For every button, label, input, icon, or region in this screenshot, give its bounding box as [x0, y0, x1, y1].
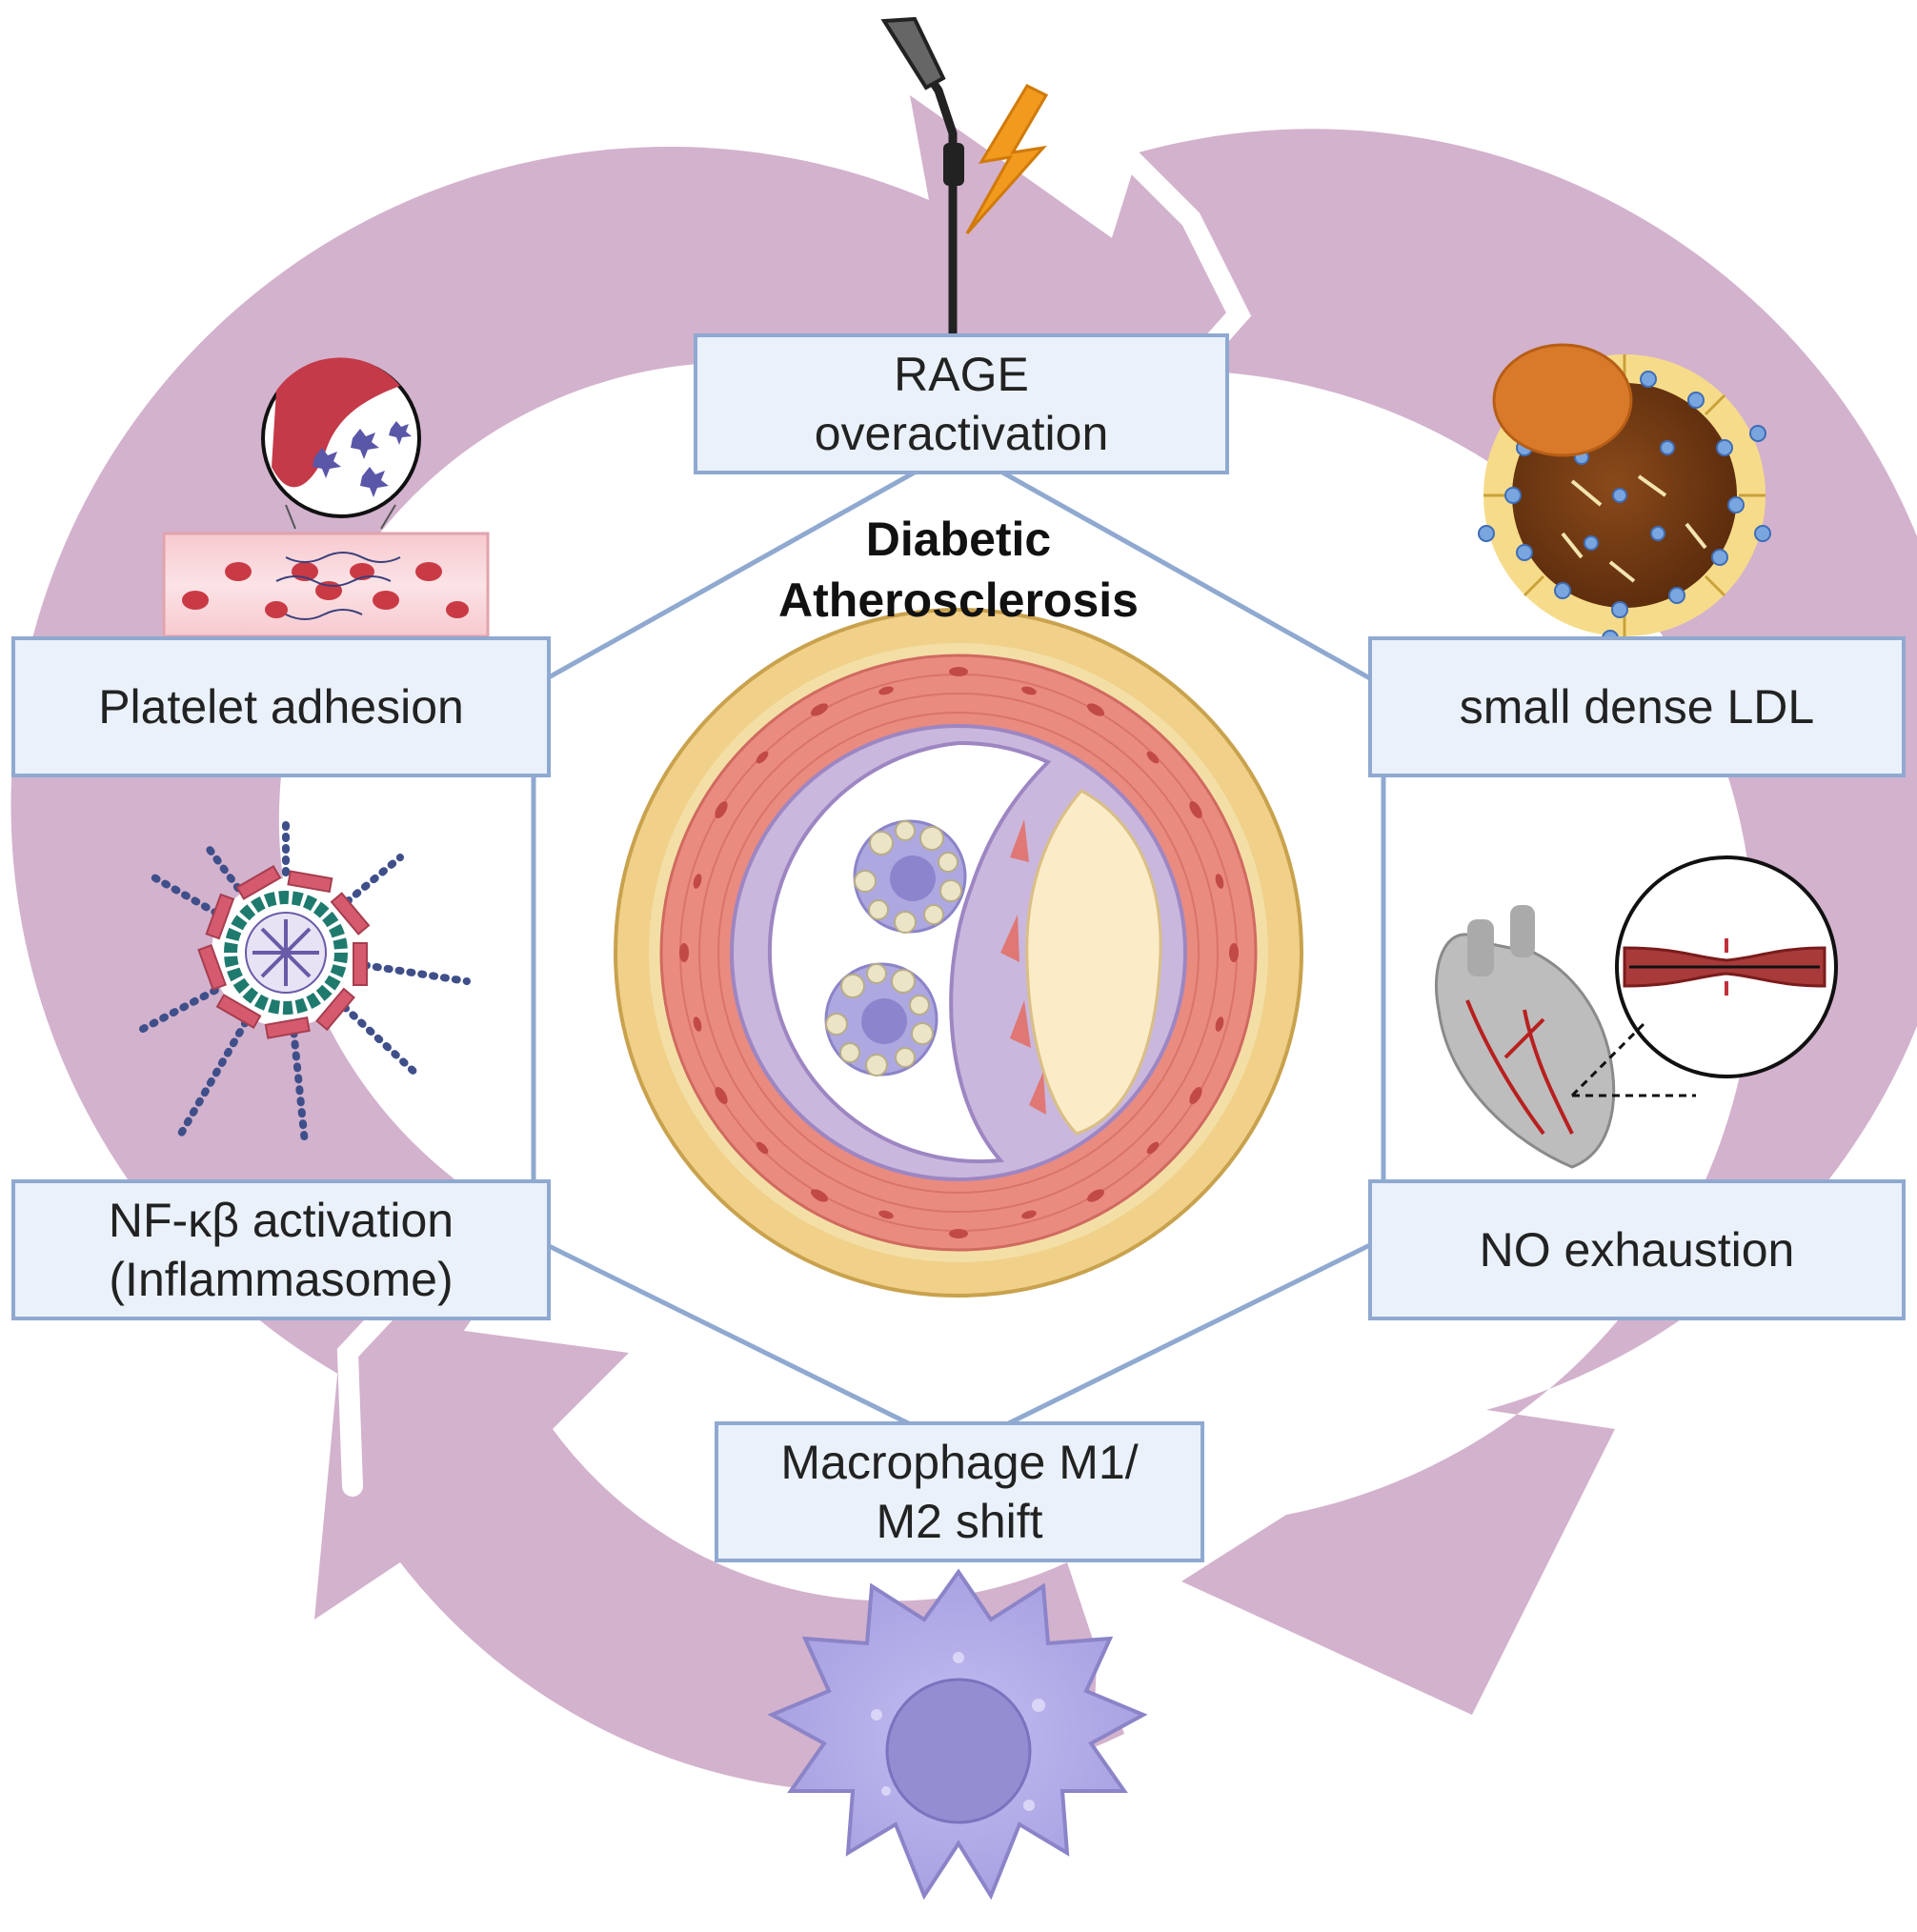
node-rage-line-2: overactivation	[814, 407, 1109, 460]
node-ldl-line-1: small dense LDL	[1459, 679, 1815, 734]
ldl-particle-icon	[1478, 343, 1771, 647]
inflammasome-icon	[139, 815, 471, 1147]
platelet-vessel-icon	[162, 357, 490, 638]
node-platelet-line-1: Platelet adhesion	[98, 679, 464, 734]
node-nfkb-activation: NF-κβ activation (Inflammasome)	[11, 1179, 551, 1320]
center-title: Diabetic Atherosclerosis	[720, 510, 1197, 631]
node-no-line-1: NO exhaustion	[1479, 1222, 1795, 1277]
node-macrophage-shift: Macrophage M1/ M2 shift	[715, 1421, 1204, 1562]
center-title-line-2: Atherosclerosis	[778, 573, 1139, 627]
node-nfkb-line-2: (Inflammasome)	[109, 1253, 454, 1306]
node-macrophage-line-1: Macrophage M1/	[780, 1435, 1139, 1489]
node-no-exhaustion: NO exhaustion	[1368, 1179, 1906, 1320]
node-small-dense-ldl: small dense LDL	[1368, 636, 1906, 777]
node-rage-overactivation: RAGE overactivation	[694, 333, 1229, 474]
lightning-bolt	[965, 84, 1049, 234]
artery-cross-section-icon	[614, 608, 1303, 1298]
foam-cell-icon	[853, 819, 967, 934]
macrophage-cell-icon	[767, 1568, 1148, 1901]
node-platelet-adhesion: Platelet adhesion	[11, 636, 551, 777]
node-nfkb-line-1: NF-κβ activation	[108, 1193, 454, 1247]
heart-stenosis-icon	[1434, 855, 1838, 1169]
atherosclerotic-plaque	[1025, 789, 1162, 1136]
node-macrophage-line-2: M2 shift	[876, 1495, 1043, 1548]
foam-cell-icon	[824, 962, 938, 1077]
center-title-line-1: Diabetic	[865, 513, 1052, 566]
node-rage-line-1: RAGE	[894, 347, 1029, 401]
receptor-lightning-icon	[880, 16, 1049, 338]
